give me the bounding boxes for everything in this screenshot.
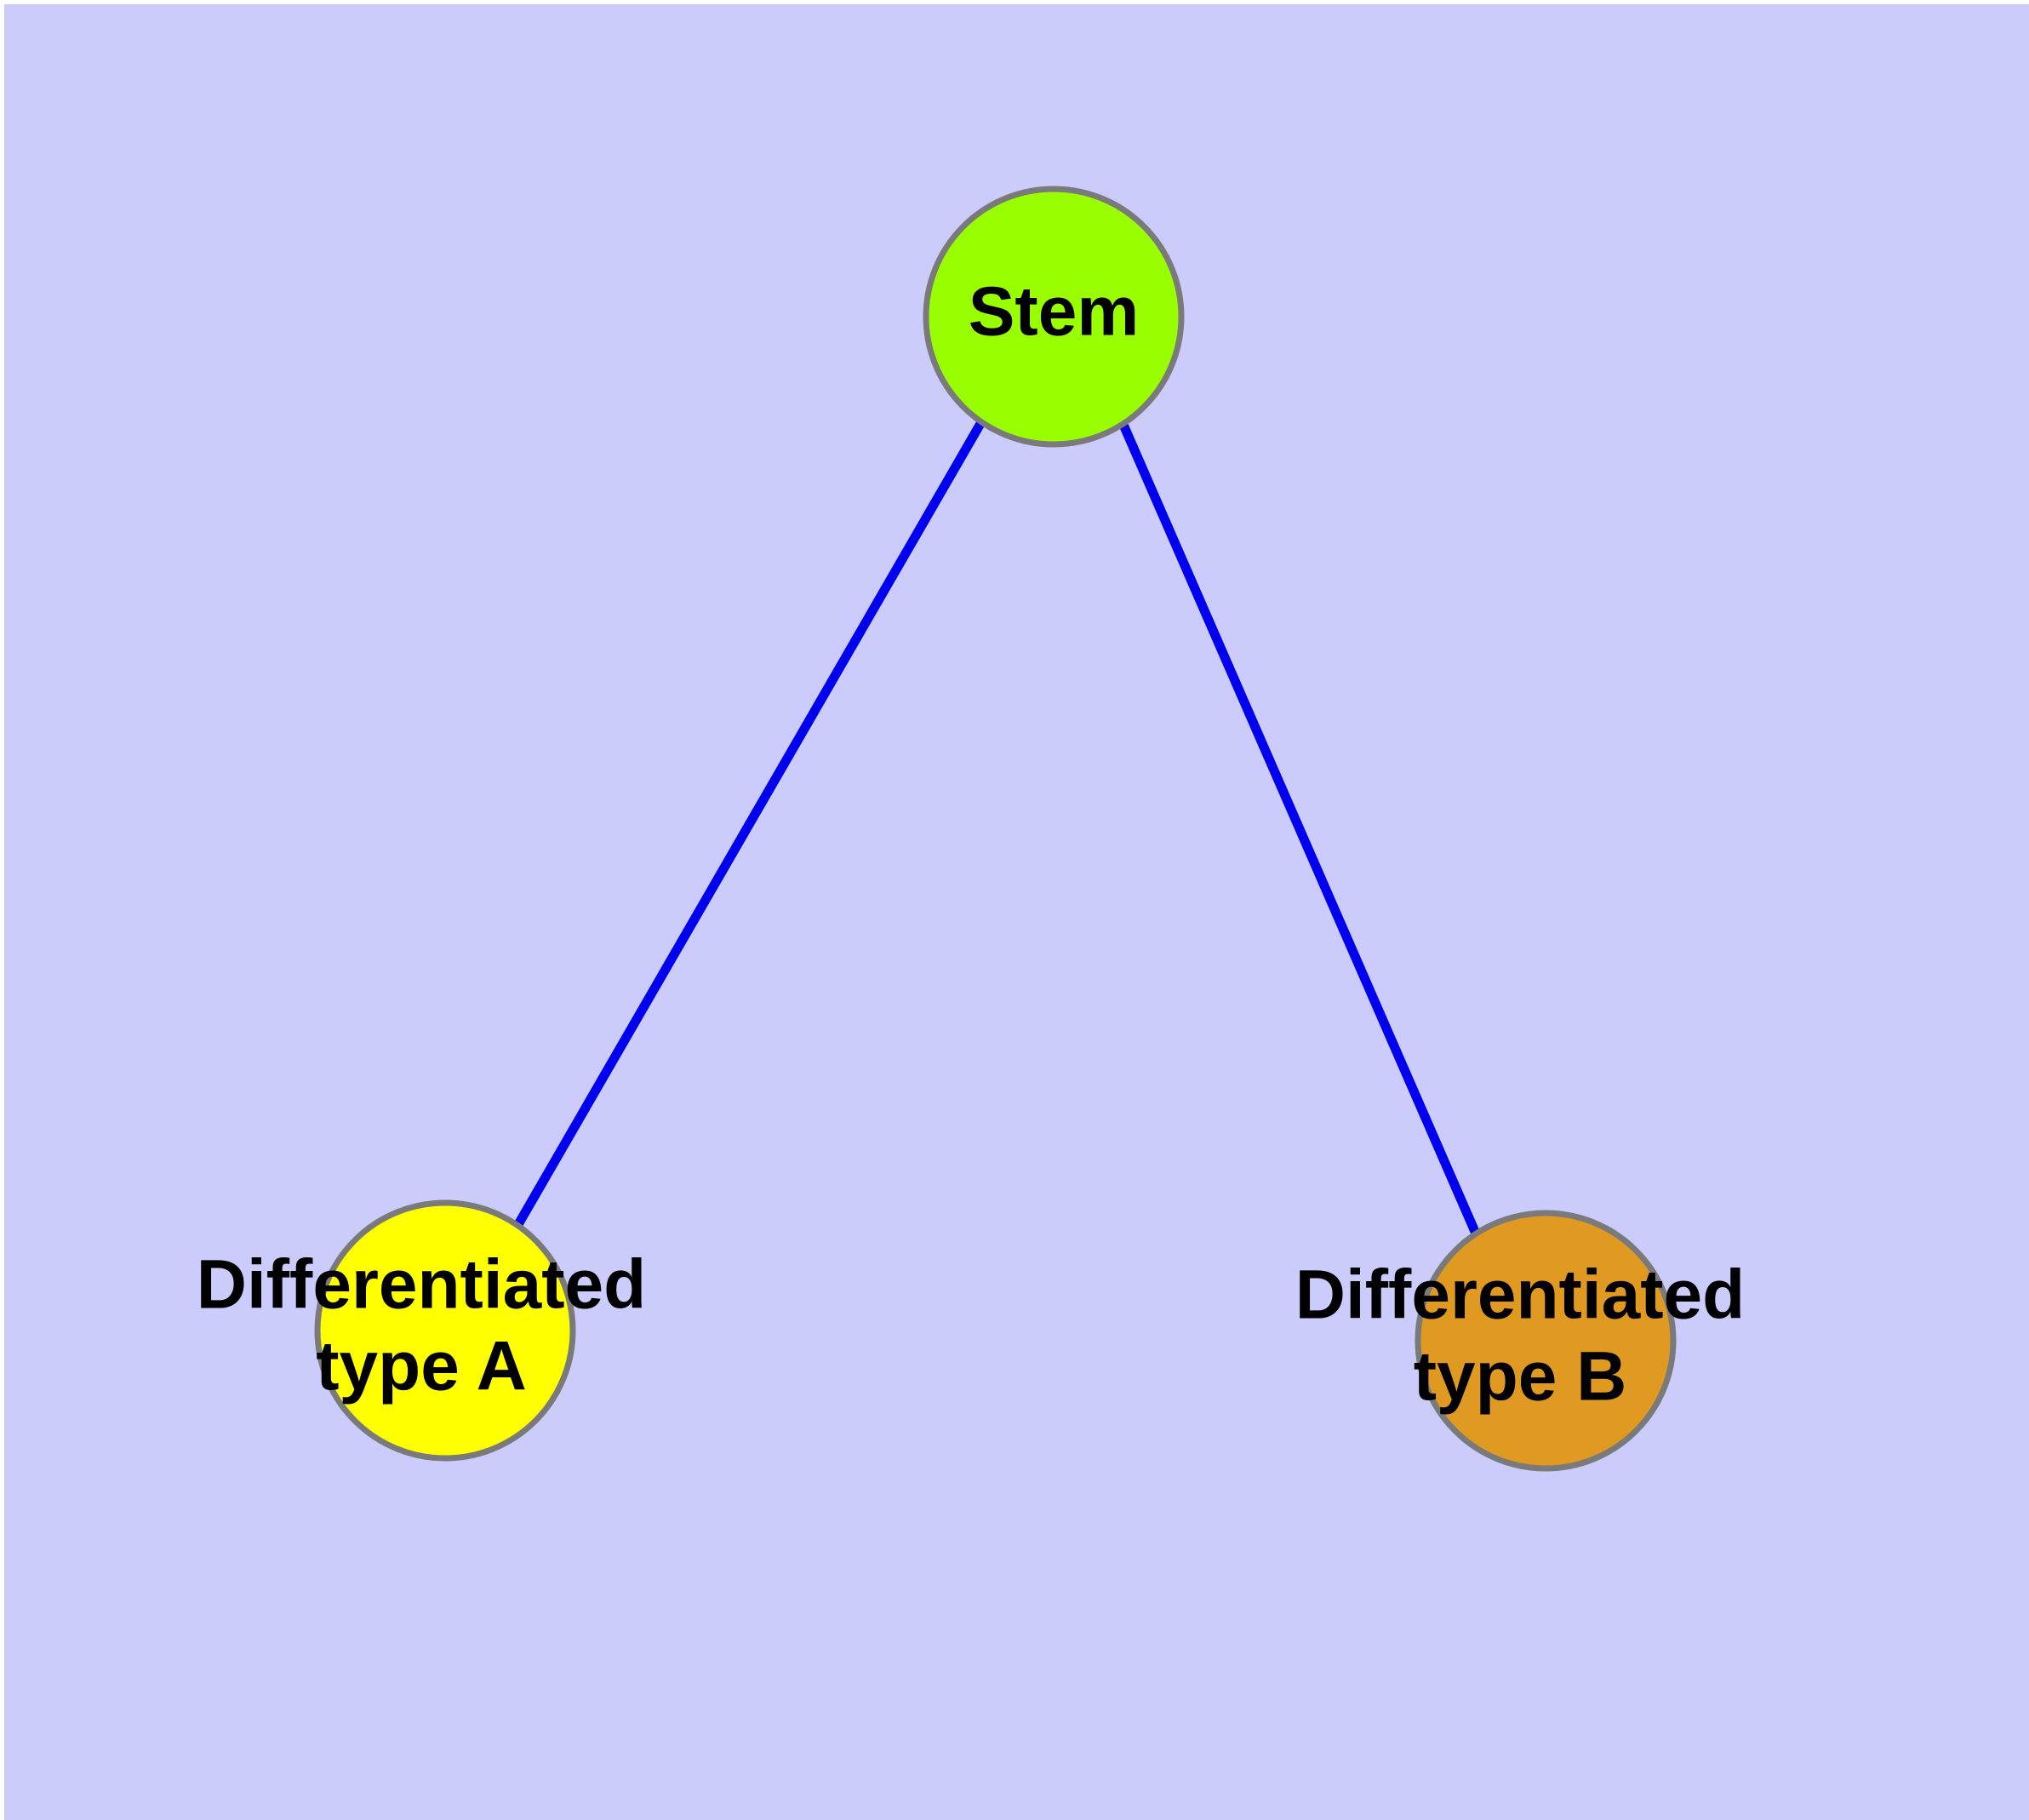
node-diff-a[interactable] [314, 1199, 576, 1462]
node-label-stem: Stem [969, 273, 1140, 351]
nodes-layer [314, 186, 1677, 1472]
node-label-line: type A [316, 1328, 527, 1405]
node-label-line: type B [1414, 1338, 1627, 1416]
node-diff-b[interactable] [1415, 1210, 1677, 1472]
edge-stem-to-diff-a [513, 420, 986, 1228]
node-stem[interactable] [923, 186, 1185, 448]
node-label-line: Differentiated [1295, 1256, 1746, 1334]
node-label-line: Stem [969, 273, 1140, 351]
edges-layer [513, 420, 1481, 1236]
edge-stem-to-diff-b [1118, 422, 1481, 1236]
node-label-line: Differentiated [197, 1246, 647, 1324]
